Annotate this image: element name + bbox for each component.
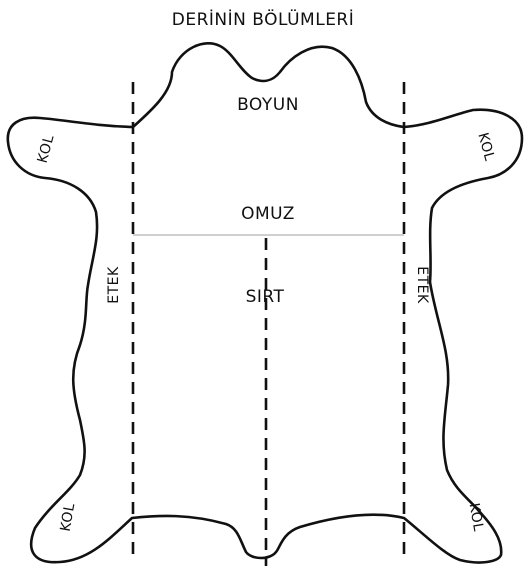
right-front-leg-label: KOL (474, 131, 497, 163)
left-hind-leg-label: KOL (58, 502, 79, 533)
right-hind-leg-label: KOL (466, 502, 487, 533)
neck-label: BOYUN (237, 95, 299, 115)
shoulder-label: OMUZ (241, 204, 295, 224)
left-front-leg-label: KOL (35, 133, 58, 165)
left-belly-label: ETEK (106, 266, 122, 304)
back-label: SIRT (246, 287, 285, 307)
diagram-title: DERİNİN BÖLÜMLERİ (172, 8, 355, 30)
right-belly-label: ETEK (414, 266, 430, 304)
